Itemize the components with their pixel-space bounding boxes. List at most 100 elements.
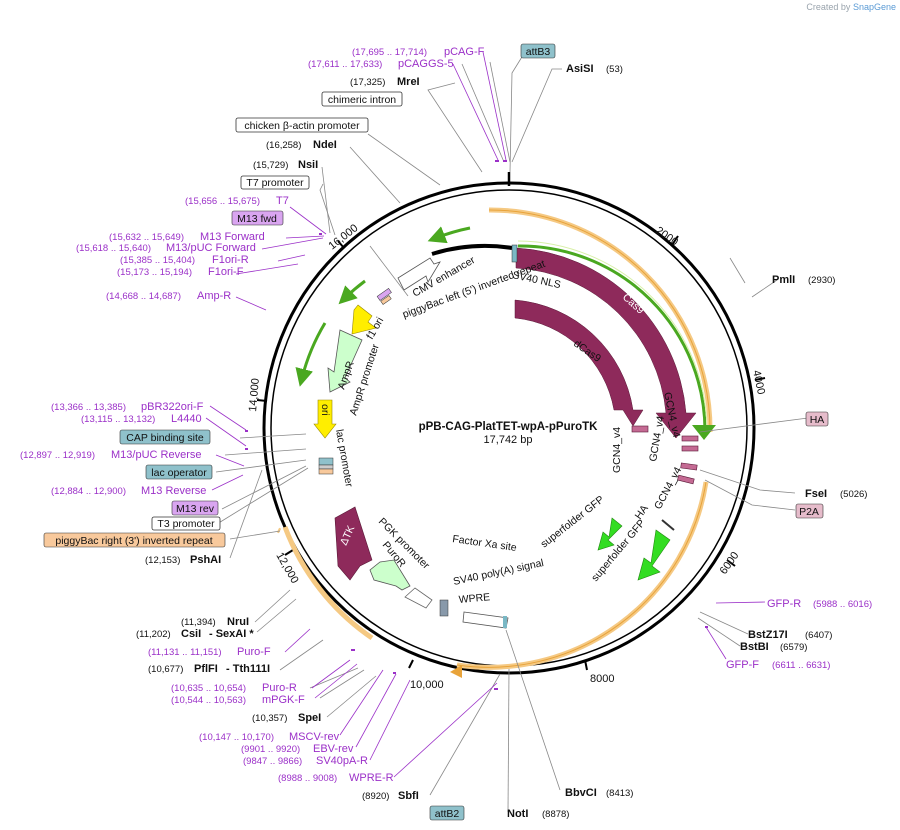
gfpf-name: GFP-F: [726, 659, 759, 671]
lacop-label: lac operator: [151, 467, 207, 479]
t3prom-box: [151, 516, 221, 531]
pbr322-pos: (13,366 .. 13,385): [51, 402, 126, 413]
pgk-arrow: [404, 587, 433, 609]
ebvrev-pos: (9901 .. 9920): [241, 744, 300, 755]
attb3-box: [520, 43, 556, 59]
sbfi-name: SbfI: [398, 790, 419, 802]
ebvrev-name: EBV-rev: [313, 743, 354, 755]
f1orif-name: F1ori-F: [208, 266, 244, 278]
m13fwd-name: M13 Forward: [200, 231, 265, 243]
credit-brand: SnapGene: [852, 2, 896, 12]
f1orir-name: F1ori-R: [212, 254, 249, 266]
l4440-pos: (13,115 .. 13,132): [81, 414, 155, 425]
ampr-pos: (14,668 .. 14,687): [106, 291, 181, 302]
p2a-box: [795, 503, 824, 519]
pflfi-extra: - Tth111I: [226, 663, 270, 675]
leader-lines: [215, 51, 809, 813]
asisi-name: AsiSI: [566, 63, 594, 75]
wprer-name: WPRE-R: [349, 772, 394, 784]
tick-marks: [256, 235, 766, 671]
pbright-label: piggyBac right (3') inverted repeat: [55, 535, 212, 547]
bstbi-pos: (6579): [780, 642, 807, 653]
m13puc-pos: (15,618 .. 15,640): [76, 243, 151, 254]
chicken-label: chicken β-actin promoter: [244, 120, 360, 132]
tick-6000: 6000: [718, 550, 742, 577]
tick-4000: 4000: [750, 369, 767, 395]
wprer-pos: (8988 .. 9008): [278, 773, 337, 784]
ori-arrow: [313, 399, 337, 439]
pflfi-name: PflFI: [194, 663, 218, 675]
wpre-box: [462, 611, 509, 629]
mpgkf-pos: (10,544 .. 10,563): [171, 695, 246, 706]
mrei-pos: (17,325): [350, 77, 385, 88]
mrei-name: MreI: [397, 76, 420, 88]
bstz17i-pos: (6407): [805, 630, 832, 641]
nsii-pos: (15,729): [253, 160, 288, 171]
puror-name: Puro-R: [262, 682, 297, 694]
nsii-name: NsiI: [298, 159, 318, 171]
primer-lines: [205, 51, 766, 778]
chimeric-label: chimeric intron: [328, 94, 396, 106]
t7-pos: (15,656 .. 15,675): [185, 196, 260, 207]
ha1-box: [805, 411, 829, 427]
ha1-label: HA: [810, 414, 825, 426]
sv40polya-box: [439, 599, 449, 617]
m13rev-pos: (12,884 .. 12,900): [51, 486, 126, 497]
m13pucrev-name: M13/pUC Reverse: [111, 449, 201, 461]
lac-operator-box: [318, 457, 334, 466]
ha2-label: HA: [633, 503, 651, 522]
gcn4-label-3: GCN4_v4: [647, 415, 667, 463]
sbfi-pos: (8920): [362, 791, 389, 802]
primer-markers: [245, 160, 708, 690]
chimeric-box: [321, 91, 403, 107]
wpre-label: WPRE: [458, 591, 490, 606]
pmli-name: PmlI: [772, 274, 795, 286]
csii-pos: (11,202): [136, 629, 171, 640]
p2a-label: P2A: [799, 506, 819, 518]
gfpr-pos: (5988 .. 6016): [813, 599, 872, 610]
dcas9-divider: [603, 342, 615, 357]
capbind-box: [119, 429, 211, 445]
attb3-label: attB3: [526, 46, 551, 58]
tick-10000: 10,000: [410, 679, 444, 691]
green-arc-cas9-inner: [517, 240, 708, 433]
noti-pos: (8878): [542, 809, 569, 820]
l4440-name: L4440: [171, 413, 202, 425]
noti-name: NotI: [507, 808, 528, 820]
sv40par-pos: (9847 .. 9866): [243, 756, 302, 767]
cap-box: [318, 464, 334, 470]
gcn4-label-1: GCN4_v4: [611, 427, 623, 473]
mscvrev-name: MSCV-rev: [289, 731, 340, 743]
t7prom-label: T7 promoter: [246, 177, 304, 189]
fsei-name: FseI: [805, 488, 827, 500]
lacprom-label: lac promoter: [333, 428, 355, 488]
wpre-end-box: [503, 616, 507, 628]
pbr322-name: pBR322ori-F: [141, 401, 204, 413]
cmv-arrow: [397, 257, 441, 291]
tick-8000: 8000: [590, 673, 614, 685]
gfpr-name: GFP-R: [767, 598, 801, 610]
ampr-arrow: [327, 329, 363, 393]
green-arc-3: [295, 322, 327, 387]
snapgene-credit: Created by SnapGene: [806, 2, 896, 12]
f1orif-pos: (15,173 .. 15,194): [117, 267, 192, 278]
ori-label: ori: [319, 404, 331, 416]
f1orir-pos: (15,385 .. 15,404): [120, 255, 195, 266]
spei-pos: (10,357): [252, 713, 287, 724]
lacop-box: [145, 464, 213, 480]
csii-extra: - SexAI *: [209, 628, 254, 640]
asisi-pos: (53): [606, 64, 623, 75]
ha-mark: [661, 519, 675, 531]
f1ori-arrow: [351, 304, 377, 335]
purof-name: Puro-F: [237, 646, 271, 658]
sfgfp1-label: superfolder GFP: [538, 493, 606, 550]
nrui-name: NruI: [227, 616, 249, 628]
orange-arrow-left: [450, 665, 462, 678]
gfp-arrow-2: [637, 529, 671, 581]
spei-name: SpeI: [298, 712, 321, 724]
factorxa-label: Factor Xa site: [452, 533, 518, 554]
attb2-label: attB2: [435, 808, 460, 820]
t3prom-label: T3 promoter: [157, 518, 215, 530]
sv40par-name: SV40pA-R: [316, 755, 368, 767]
pcagf-pos: (17,695 .. 17,714): [352, 47, 427, 58]
